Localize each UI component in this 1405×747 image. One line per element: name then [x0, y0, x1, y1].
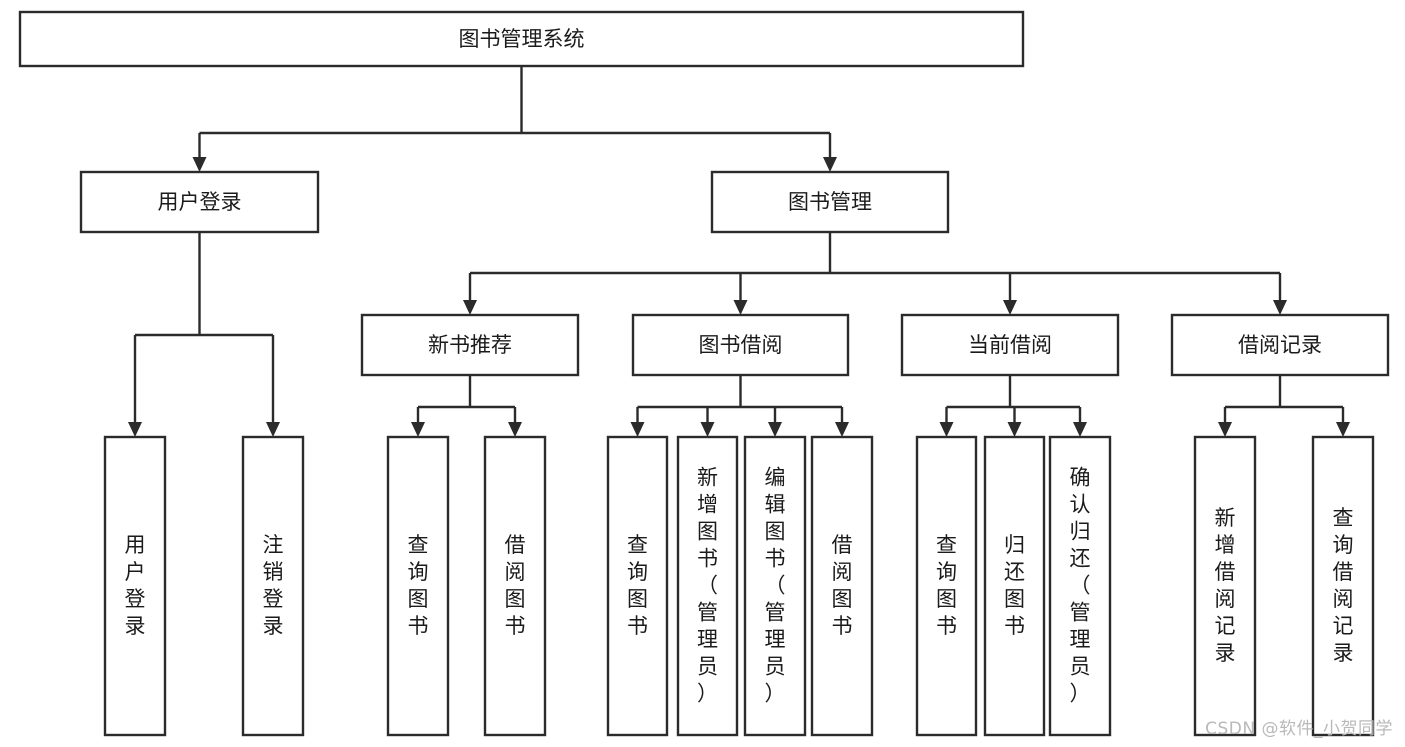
leaf-4-查询图书-label: 查询图书 — [627, 533, 648, 638]
node-图书管理-box[interactable] — [710, 170, 950, 234]
node-图书管理系统[interactable]: 图书管理系统 — [18, 10, 1025, 68]
node-图书管理系统-label: 图书管理系统 — [459, 27, 585, 51]
node-新书推荐-label: 新书推荐 — [428, 333, 512, 357]
leaf-8-查询图书[interactable]: 查询图书 — [915, 435, 978, 737]
arrow-head-icon — [939, 422, 954, 437]
leaf-0-用户登录-label: 用户登录 — [125, 533, 146, 638]
arrow-head-icon — [1003, 300, 1017, 315]
leaf-3-借阅图书[interactable]: 借阅图书 — [483, 435, 547, 737]
arrow-head-icon — [266, 422, 280, 437]
leaf-6-编辑图书管理员-box[interactable] — [743, 435, 807, 737]
leaf-3-借阅图书-box[interactable] — [483, 435, 547, 737]
leaf-8-查询图书-label: 查询图书 — [936, 533, 957, 638]
node-用户登录[interactable]: 用户登录 — [79, 170, 320, 234]
leaf-12-查询借阅记录-label: 查询借阅记录 — [1333, 506, 1354, 665]
node-借阅记录-box[interactable] — [1170, 313, 1390, 377]
arrow-head-icon — [1007, 422, 1022, 437]
leaf-11-新增借阅记录[interactable]: 新增借阅记录 — [1193, 435, 1257, 737]
arrow-head-icon — [463, 300, 477, 315]
arrow-head-icon — [823, 157, 837, 172]
arrow-head-icon — [128, 422, 142, 437]
leaf-12-查询借阅记录[interactable]: 查询借阅记录 — [1311, 435, 1375, 737]
node-当前借阅-box[interactable] — [900, 313, 1120, 377]
leaf-1-注销登录[interactable]: 注销登录 — [241, 435, 305, 737]
arrow-head-icon — [508, 422, 522, 437]
node-图书借阅-label: 图书借阅 — [699, 333, 783, 357]
leaf-10-确认归还管理员[interactable]: 确认归还（管理员） — [1048, 435, 1112, 737]
leaf-4-查询图书-box[interactable] — [606, 435, 669, 737]
connector-layer — [128, 66, 1350, 437]
leaf-10-确认归还管理员-label: 确认归还（管理员） — [1070, 466, 1091, 706]
node-当前借阅[interactable]: 当前借阅 — [900, 313, 1120, 377]
arrow-head-icon — [630, 422, 645, 437]
node-用户登录-box[interactable] — [79, 170, 320, 234]
leaf-9-归还图书-label: 归还图书 — [1004, 533, 1025, 638]
arrow-head-icon — [1218, 422, 1232, 437]
node-新书推荐[interactable]: 新书推荐 — [360, 313, 580, 377]
leaf-7-借阅图书-box[interactable] — [810, 435, 874, 737]
node-新书推荐-box[interactable] — [360, 313, 580, 377]
leaf-5-新增图书管理员[interactable]: 新增图书（管理员） — [676, 435, 739, 737]
node-图书管理-label: 图书管理 — [788, 190, 872, 214]
leaf-3-借阅图书-label: 借阅图书 — [505, 533, 526, 638]
arrow-head-icon — [192, 157, 207, 172]
leaf-0-用户登录[interactable]: 用户登录 — [103, 435, 167, 737]
leaf-11-新增借阅记录-box[interactable] — [1193, 435, 1257, 737]
arrow-head-icon — [1273, 300, 1287, 315]
node-图书借阅-box[interactable] — [631, 313, 850, 377]
arrow-head-icon — [733, 300, 748, 315]
node-layer: 图书管理系统用户登录图书管理新书推荐图书借阅当前借阅借阅记录用户登录注销登录查询… — [18, 10, 1390, 737]
leaf-5-新增图书管理员-box[interactable] — [676, 435, 739, 737]
leaf-0-用户登录-box[interactable] — [103, 435, 167, 737]
arrow-head-icon — [768, 422, 782, 437]
leaf-6-编辑图书管理员-label: 编辑图书（管理员） — [765, 466, 786, 706]
arrow-head-icon — [835, 422, 849, 437]
leaf-2-查询图书[interactable]: 查询图书 — [386, 435, 450, 737]
node-图书管理[interactable]: 图书管理 — [710, 170, 950, 234]
leaf-9-归还图书[interactable]: 归还图书 — [983, 435, 1046, 737]
leaf-7-借阅图书[interactable]: 借阅图书 — [810, 435, 874, 737]
node-图书管理系统-box[interactable] — [18, 10, 1025, 68]
leaf-1-注销登录-label: 注销登录 — [263, 533, 284, 638]
leaf-2-查询图书-label: 查询图书 — [408, 533, 429, 638]
leaf-9-归还图书-box[interactable] — [983, 435, 1046, 737]
node-用户登录-label: 用户登录 — [158, 190, 242, 214]
arrow-head-icon — [700, 422, 715, 437]
leaf-1-注销登录-box[interactable] — [241, 435, 305, 737]
leaf-12-查询借阅记录-box[interactable] — [1311, 435, 1375, 737]
node-当前借阅-label: 当前借阅 — [968, 333, 1052, 357]
leaf-5-新增图书管理员-label: 新增图书（管理员） — [697, 466, 718, 706]
arrow-head-icon — [1073, 422, 1087, 437]
arrow-head-icon — [411, 422, 425, 437]
leaf-4-查询图书[interactable]: 查询图书 — [606, 435, 669, 737]
node-图书借阅[interactable]: 图书借阅 — [631, 313, 850, 377]
leaf-10-确认归还管理员-box[interactable] — [1048, 435, 1112, 737]
leaf-11-新增借阅记录-label: 新增借阅记录 — [1215, 506, 1236, 665]
leaf-6-编辑图书管理员[interactable]: 编辑图书（管理员） — [743, 435, 807, 737]
leaf-7-借阅图书-label: 借阅图书 — [832, 533, 853, 638]
node-借阅记录-label: 借阅记录 — [1238, 333, 1322, 357]
node-借阅记录[interactable]: 借阅记录 — [1170, 313, 1390, 377]
leaf-8-查询图书-box[interactable] — [915, 435, 978, 737]
arrow-head-icon — [1336, 422, 1350, 437]
leaf-2-查询图书-box[interactable] — [386, 435, 450, 737]
